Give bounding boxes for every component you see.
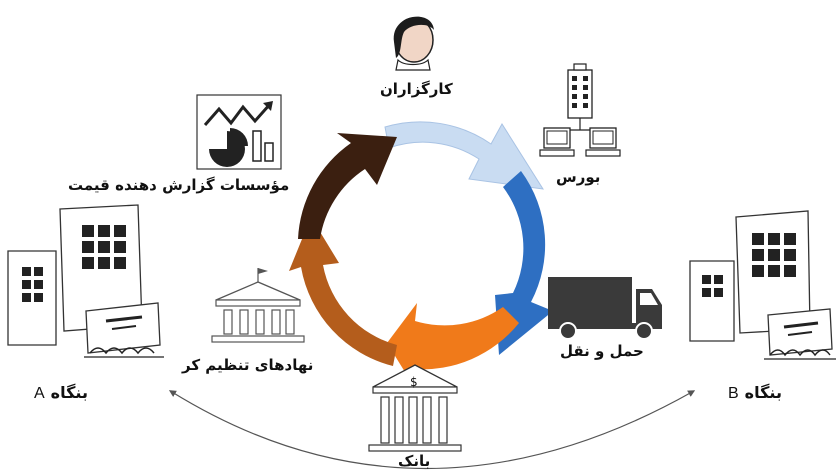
- node-label-price-reporting: مؤسسات گزارش دهنده قیمت: [68, 176, 290, 194]
- firm-connector-arc: [168, 390, 696, 470]
- exchange-building-icon: [539, 63, 621, 157]
- entity-label-firm-a: بنگاه A: [34, 385, 88, 402]
- arrow-segment-orange: [387, 303, 519, 385]
- truck-icon: [548, 277, 662, 340]
- bank-building-icon: [368, 364, 462, 452]
- bank-dollar-symbol: $: [410, 375, 418, 389]
- arrow-segment-light-blue: [384, 121, 544, 190]
- arrow-segment-dark-brown: [298, 133, 397, 239]
- regulator-building-icon: [211, 268, 305, 343]
- firm-b-code: B: [728, 385, 739, 402]
- arrow-segment-brown: [289, 217, 397, 366]
- cycle-arrows: [289, 121, 553, 385]
- firm-a-code: A: [34, 385, 45, 402]
- arrow-segment-blue: [495, 171, 553, 355]
- price-chart-icon: [196, 94, 282, 170]
- person-icon: [393, 16, 434, 71]
- node-label-exchange: بورس: [556, 168, 601, 186]
- firm-b-building-icon: [689, 210, 836, 360]
- node-label-transport: حمل و نقل: [560, 342, 644, 360]
- node-label-bank: بانک: [398, 452, 431, 470]
- node-label-brokers: کارگزاران: [380, 80, 453, 98]
- node-label-regulators: نهادهای تنظیم کر: [182, 356, 314, 374]
- firm-a-name: بنگاه: [50, 383, 88, 402]
- firm-a-building-icon: [7, 204, 164, 358]
- firm-b-name: بنگاه: [744, 383, 782, 402]
- entity-label-firm-b: بنگاه B: [728, 385, 782, 402]
